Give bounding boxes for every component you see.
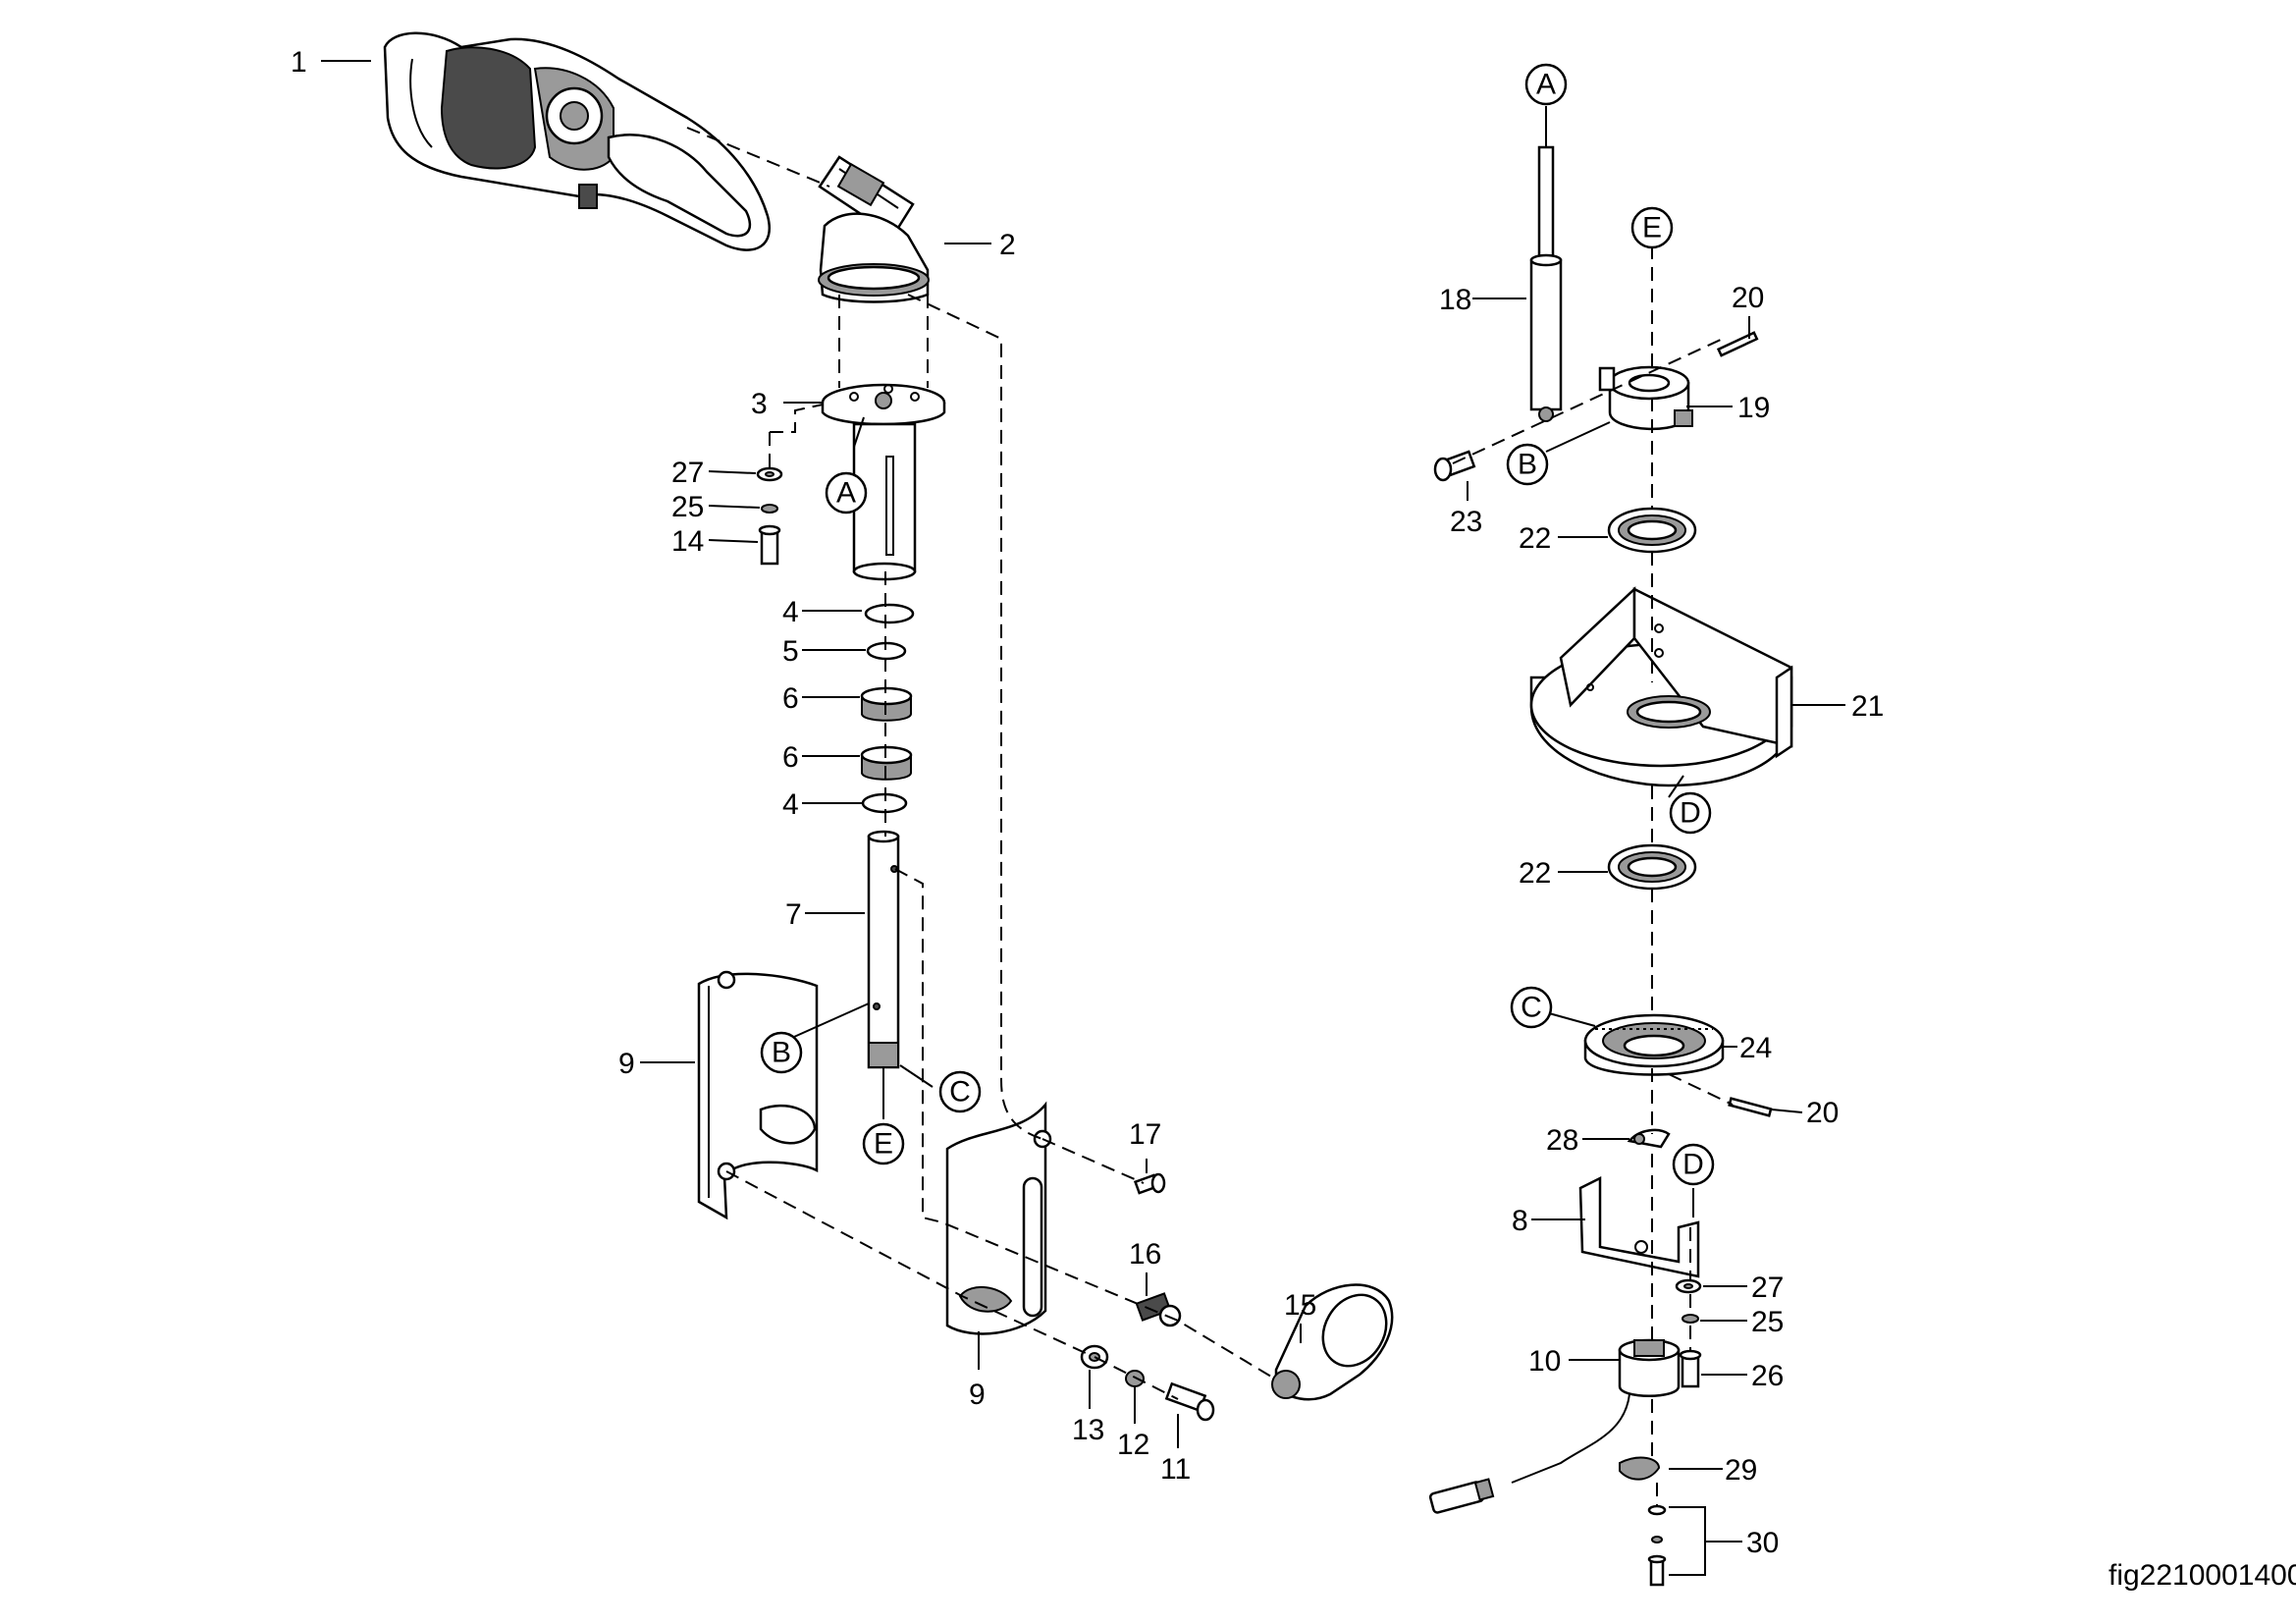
callout-16: 16 xyxy=(1129,1238,1161,1271)
svg-text:B: B xyxy=(772,1037,791,1069)
ref-marker-c-right: C xyxy=(1510,986,1553,1029)
screw-26 xyxy=(1679,1349,1702,1388)
leader-lines xyxy=(321,60,1845,1576)
callout-22-lower: 22 xyxy=(1519,857,1551,890)
gear-ring-part-24 xyxy=(1583,1013,1725,1076)
svg-text:C: C xyxy=(1521,992,1542,1024)
svg-text:D: D xyxy=(1682,1149,1704,1181)
lock-washer-12 xyxy=(1125,1370,1145,1387)
screw-14 xyxy=(758,524,781,566)
spring-clip-part-28 xyxy=(1627,1128,1671,1149)
ref-marker-c-left: C xyxy=(938,1070,982,1113)
callout-29: 29 xyxy=(1725,1454,1757,1487)
callout-21: 21 xyxy=(1851,690,1884,723)
callout-20-lower: 20 xyxy=(1806,1097,1839,1129)
left-assembly-lines xyxy=(686,127,1277,1400)
gas-spring-part-18 xyxy=(1529,145,1563,422)
base-plate-part-21 xyxy=(1529,586,1793,787)
pin-20-upper xyxy=(1716,331,1759,357)
front-cover-part-9-right xyxy=(945,1101,1052,1335)
callout-11: 11 xyxy=(1160,1453,1191,1486)
callout-20-upper: 20 xyxy=(1732,282,1764,314)
callout-24: 24 xyxy=(1739,1032,1772,1064)
washer-27-left xyxy=(756,466,783,482)
callout-14: 14 xyxy=(671,525,704,558)
column-shaft-part-7 xyxy=(867,830,900,1069)
callout-1: 1 xyxy=(291,46,307,79)
ref-marker-e-left: E xyxy=(862,1122,905,1165)
o-ring-4-upper xyxy=(864,603,915,624)
callout-19: 19 xyxy=(1737,392,1770,424)
callout-27-left: 27 xyxy=(671,457,704,489)
callout-9-right: 9 xyxy=(969,1379,986,1411)
svg-text:A: A xyxy=(836,477,856,510)
callout-labels: 1 2 3 27 25 14 4 5 6 6 4 7 9 9 17 16 15 … xyxy=(291,46,1884,1559)
callout-6-lower: 6 xyxy=(782,741,799,774)
callout-27-right: 27 xyxy=(1751,1272,1784,1304)
screw-23 xyxy=(1433,450,1476,482)
callout-25-right: 25 xyxy=(1751,1306,1784,1338)
ref-marker-a-right: A xyxy=(1524,63,1568,106)
cover-plate-part-29 xyxy=(1619,1456,1661,1481)
right-assembly-lines xyxy=(1452,245,1734,1507)
clamp-collar-part-19 xyxy=(1598,365,1693,431)
lock-washer-25-right xyxy=(1682,1314,1699,1324)
callout-22-upper: 22 xyxy=(1519,522,1551,555)
callout-4-upper: 4 xyxy=(782,596,799,628)
callout-13: 13 xyxy=(1072,1414,1104,1446)
figure-id: fig2210001400 xyxy=(2109,1559,2296,1592)
fastener-set-part-30 xyxy=(1647,1504,1667,1587)
washer-27-right xyxy=(1675,1278,1702,1294)
sensor-bracket-part-8 xyxy=(1578,1175,1700,1278)
screw-17 xyxy=(1133,1172,1166,1195)
lock-washer-25-left xyxy=(761,504,778,514)
callout-12: 12 xyxy=(1117,1429,1149,1461)
stud-16 xyxy=(1135,1292,1182,1327)
callout-10: 10 xyxy=(1528,1345,1561,1378)
callout-17: 17 xyxy=(1129,1118,1161,1151)
callout-6-upper: 6 xyxy=(782,682,799,715)
bearing-22-lower xyxy=(1607,843,1697,891)
callout-4-lower: 4 xyxy=(782,788,799,821)
callout-2: 2 xyxy=(999,229,1016,261)
mounting-elbow-part-2 xyxy=(818,155,930,303)
ref-marker-b-right: B xyxy=(1506,443,1549,486)
svg-text:C: C xyxy=(949,1076,971,1109)
ref-marker-d-lower: D xyxy=(1672,1143,1715,1186)
clamp-bracket-part-15 xyxy=(1271,1283,1394,1401)
svg-text:E: E xyxy=(1642,212,1662,244)
svg-text:B: B xyxy=(1518,449,1537,481)
callout-18: 18 xyxy=(1439,284,1471,316)
sensor-part-10 xyxy=(1428,1338,1681,1514)
callout-26: 26 xyxy=(1751,1360,1784,1392)
svg-text:A: A xyxy=(1536,69,1556,101)
callout-23: 23 xyxy=(1450,506,1482,538)
callout-28: 28 xyxy=(1546,1124,1578,1157)
callout-25-left: 25 xyxy=(671,491,704,523)
callout-7: 7 xyxy=(785,898,802,931)
ref-marker-d-upper: D xyxy=(1669,791,1712,835)
callout-9-left: 9 xyxy=(618,1048,635,1080)
rear-cover-part-9-left xyxy=(697,970,819,1220)
callout-15: 15 xyxy=(1284,1289,1316,1322)
ref-marker-e-right: E xyxy=(1630,206,1674,249)
control-handle-part-1 xyxy=(383,31,771,251)
svg-text:E: E xyxy=(874,1128,893,1161)
callout-3: 3 xyxy=(751,388,768,420)
ref-marker-b-left: B xyxy=(760,1031,803,1074)
bearing-22-upper xyxy=(1607,507,1697,554)
ref-marker-a-left: A xyxy=(825,471,868,514)
callout-8: 8 xyxy=(1512,1205,1528,1237)
callout-30: 30 xyxy=(1746,1527,1779,1559)
svg-text:D: D xyxy=(1680,797,1701,830)
screw-11 xyxy=(1164,1381,1215,1422)
pin-20-lower xyxy=(1728,1097,1773,1117)
callout-5: 5 xyxy=(782,635,799,668)
